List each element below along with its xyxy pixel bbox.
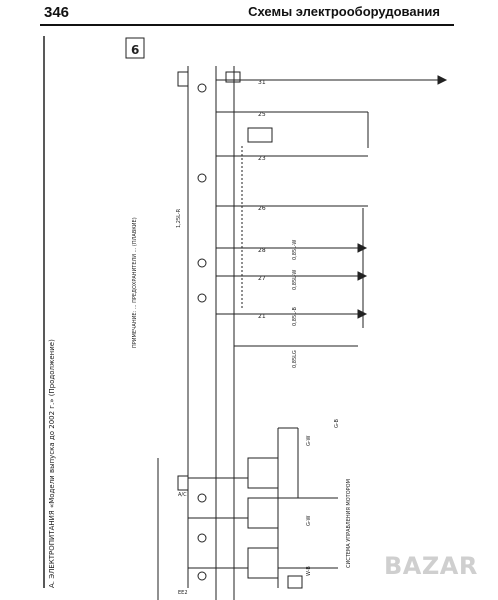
page-number: 346 (44, 4, 70, 21)
wire-code-7: G-W (306, 516, 312, 526)
connector-ac: А/С (178, 492, 187, 498)
terminal-2: 25 (258, 111, 266, 118)
left-caption: А. ЭЛЕКТРОПИТАНИЯ «Модели выпуска до 200… (48, 339, 56, 588)
note-text: ПРИМЕЧАНИЕ: ... ПРЕДОХРАНИТЕЛИ ... (ПЛАВ… (132, 217, 138, 348)
wire-code-9: G-B (334, 418, 340, 428)
terminal-6: 27 (258, 275, 266, 282)
wire-code-2: 0,85L-W (292, 240, 298, 260)
wire-code-6: G-W (306, 436, 312, 446)
sheet-number-box (125, 37, 145, 59)
terminal-1: 31 (258, 79, 266, 86)
wire-code-3: 0,85L-W (292, 270, 298, 290)
wiring-diagram: 6 А. ЭЛЕКТРОПИТАНИЯ «Модели выпуска до 2… (43, 36, 448, 600)
wire-code-8: W-B (306, 566, 312, 576)
page-header: 346 Схемы электрооборудования (0, 0, 498, 30)
wire-code-5: 0,85LG (292, 350, 298, 368)
connector-ee2: ЕЕ2 (178, 590, 188, 596)
terminal-4: 26 (258, 205, 266, 212)
header-rule (40, 24, 454, 26)
sheet-number: 6 (131, 43, 139, 57)
wire-code-4: 0,85L-B (292, 307, 298, 326)
terminal-7: 21 (258, 313, 266, 320)
terminal-5: 28 (258, 247, 266, 254)
page-title: Схемы электрооборудования (248, 4, 440, 19)
wire-code-1: 1,25L-R (176, 208, 182, 228)
terminal-3: 23 (258, 155, 266, 162)
legend-title: СИСТЕМА УПРАВЛЕНИЯ МОТОРОМ (346, 479, 352, 568)
watermark: BAZAR (384, 552, 478, 580)
